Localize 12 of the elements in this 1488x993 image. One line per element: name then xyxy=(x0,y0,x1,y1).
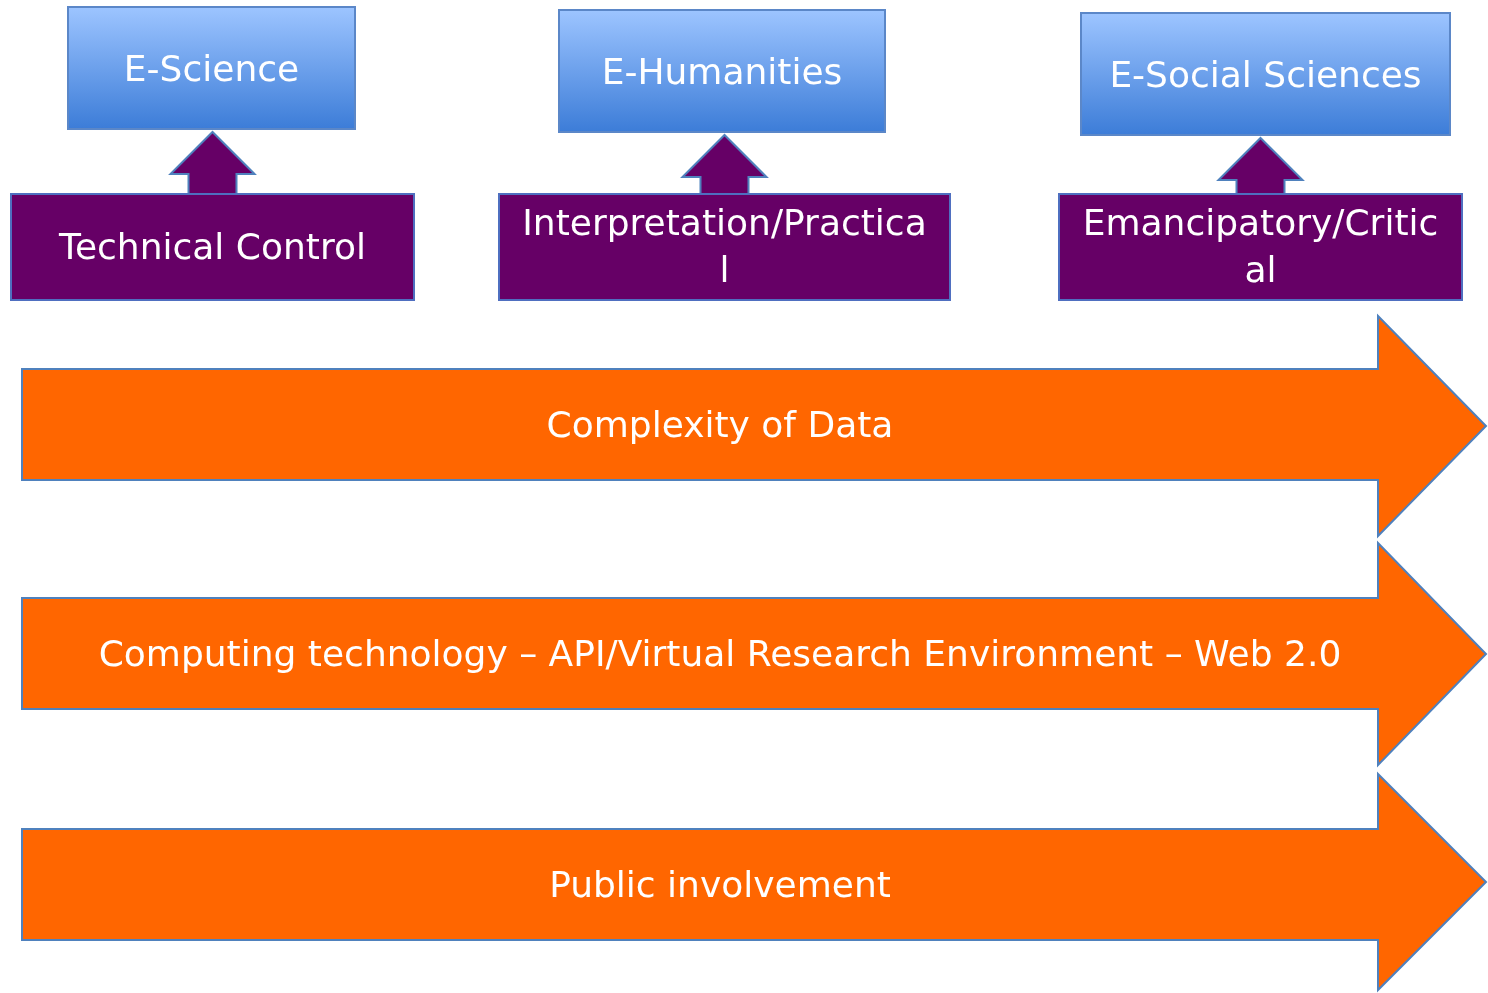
block-arrow xyxy=(168,130,257,194)
field-box: E-Humanities xyxy=(558,9,886,133)
interest-box: Interpretation/Practical xyxy=(498,193,951,301)
banner-text: Complexity of Data xyxy=(545,403,895,447)
banner-text: Public involvement xyxy=(548,863,892,907)
block-arrow xyxy=(680,133,769,194)
interest-box: Emancipatory/Critical xyxy=(1058,193,1463,301)
field-box: E-Science xyxy=(67,6,356,130)
field-box: E-Social Sciences xyxy=(1080,12,1451,136)
block-arrow xyxy=(1216,136,1305,194)
interest-box: Technical Control xyxy=(10,193,415,301)
banner-text: Computing technology – API/Virtual Research Environment – Web 2.0 xyxy=(97,632,1343,676)
